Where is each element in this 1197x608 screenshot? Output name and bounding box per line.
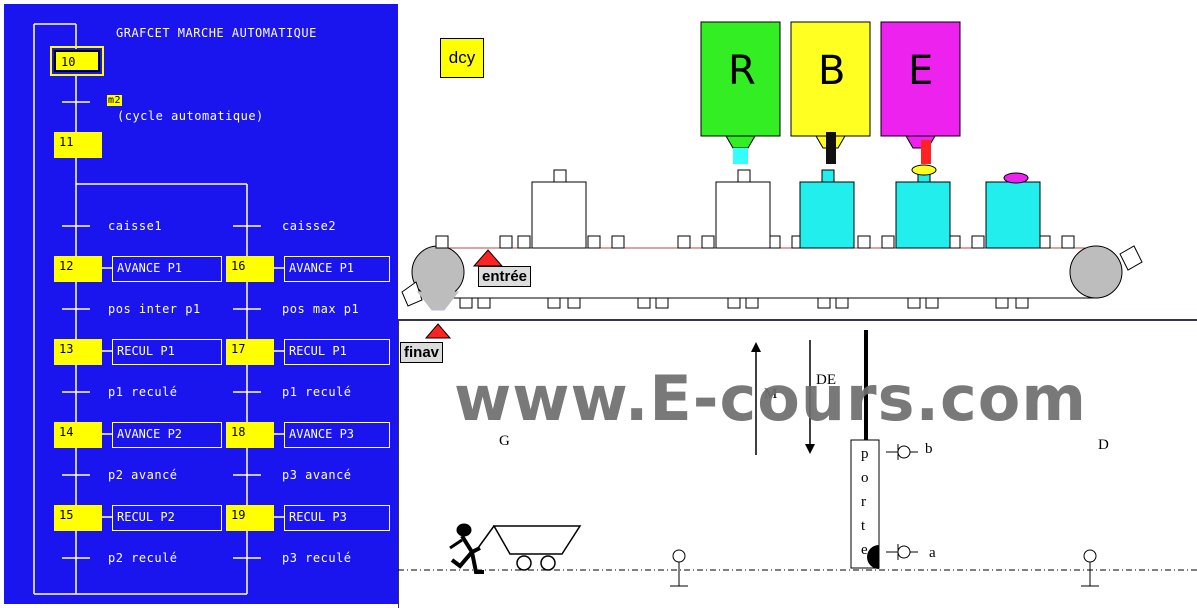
tank-r-label: R — [728, 48, 756, 94]
step-18: 18 — [226, 422, 274, 448]
step-12: 12 — [54, 256, 102, 282]
transition-caisse2: caisse2 — [282, 219, 337, 233]
action-14: AVANCE P2 — [112, 422, 222, 448]
tank-e — [880, 21, 961, 137]
transition-12: pos inter p1 — [108, 302, 201, 316]
action-15: RECUL P2 — [112, 505, 222, 531]
label-b: b — [925, 441, 933, 457]
step-19: 19 — [226, 505, 274, 531]
step-17: 17 — [226, 339, 274, 365]
action-13: RECUL P1 — [112, 339, 222, 365]
step-11: 11 — [54, 132, 102, 158]
label-m: M — [764, 386, 778, 402]
box-1 — [531, 181, 587, 249]
box-2 — [715, 181, 771, 249]
sensor-finav-label: finav — [400, 342, 444, 363]
transition-caisse1: caisse1 — [108, 219, 163, 233]
step-16: 16 — [226, 256, 274, 282]
transition-18: p3 avancé — [282, 468, 352, 482]
box-5 — [985, 181, 1041, 249]
nozzle-b — [826, 132, 836, 164]
process-scene: dcy R B E entrée finav G D M DE b a p o … — [398, 0, 1197, 608]
tank-r — [700, 21, 781, 137]
step-15: 15 — [54, 505, 102, 531]
nozzle-e — [921, 140, 931, 164]
step-13: 13 — [54, 339, 102, 365]
porte-letter-5: e — [861, 542, 868, 558]
right-roller — [1069, 245, 1123, 299]
left-roller — [411, 245, 465, 299]
grafcet-panel: GRAFCET MARCHE AUTOMATIQUE 10 m2 (cycle … — [4, 4, 398, 604]
box-4 — [895, 181, 951, 249]
porte-letter-4: t — [861, 518, 866, 534]
action-12: AVANCE P1 — [112, 256, 222, 282]
nozzle-r — [733, 148, 748, 164]
porte-letter-1: p — [861, 446, 869, 462]
m2-tag: m2 — [107, 95, 123, 106]
transition-15: p2 reculé — [108, 551, 178, 565]
watermark: www.E-cours.com — [454, 362, 1087, 435]
label-d: D — [1098, 437, 1109, 453]
transition-13: p1 reculé — [108, 385, 178, 399]
step-10: 10 — [50, 46, 104, 76]
transition-17: p1 reculé — [282, 385, 352, 399]
label-de: DE — [816, 372, 836, 388]
action-17: RECUL P1 — [284, 339, 390, 365]
porte-letter-3: r — [861, 494, 866, 510]
dcy-button[interactable]: dcy — [440, 38, 484, 78]
porte-letter-2: o — [861, 470, 869, 486]
transition-16: pos max p1 — [282, 302, 360, 316]
tank-b-label: B — [818, 48, 846, 94]
transition-14: p2 avancé — [108, 468, 178, 482]
cycle-label: (cycle automatique) — [117, 109, 264, 123]
label-g: G — [499, 433, 510, 449]
action-16: AVANCE P1 — [284, 256, 390, 282]
sensor-entree-label: entrée — [478, 266, 532, 287]
transition-19: p3 reculé — [282, 551, 352, 565]
tank-e-label: E — [908, 48, 934, 94]
worker-figure — [449, 523, 484, 574]
box-3 — [799, 181, 855, 249]
tank-b — [790, 21, 871, 137]
action-19: RECUL P3 — [284, 505, 390, 531]
action-18: AVANCE P3 — [284, 422, 390, 448]
process-drawing — [398, 21, 1197, 608]
label-a: a — [929, 545, 936, 561]
step-14: 14 — [54, 422, 102, 448]
grafcet-title: GRAFCET MARCHE AUTOMATIQUE — [116, 26, 317, 40]
